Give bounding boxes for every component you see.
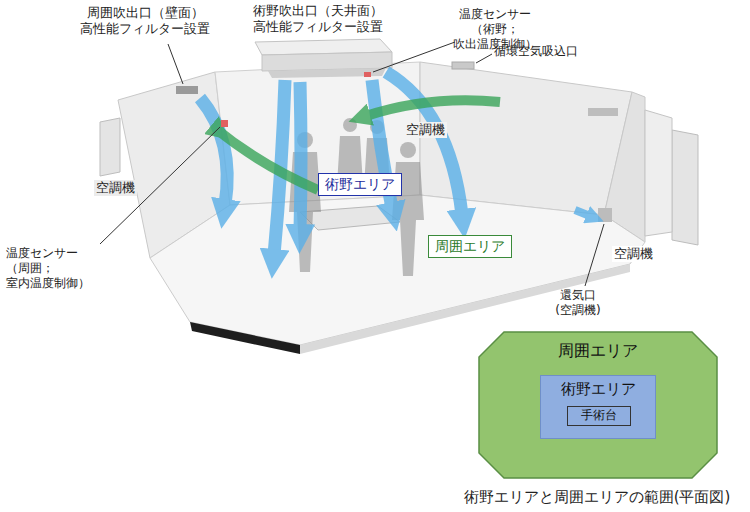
leader-line [168,44,183,84]
wall-outlet [588,108,618,116]
air-flow-arrow [300,82,301,230]
floor-edge [190,322,300,354]
person-head [343,118,357,132]
callout-label: 還気口 (空調機) [555,288,600,318]
temperature-sensor [221,120,228,127]
surrounding-area: 周囲エリア術野エリア手術台 [478,331,718,479]
surgical-field-area: 術野エリア手術台 [540,375,656,439]
ceiling-unit [262,52,392,71]
area-tag: 周囲エリア [428,235,512,258]
caption: 術野エリアと周囲エリアの範囲(平面図) [464,488,731,507]
leader-line [476,54,492,63]
temperature-sensor [364,72,371,77]
area-tag: 術野エリア [318,173,402,196]
node-text: 周囲エリア [478,341,718,360]
callout-label: 空調機 [94,180,137,196]
callout-label: 空調機 [404,122,447,138]
circulation-arrow [215,128,318,190]
circulation-arrow [366,100,500,116]
callout-label: 温度センサー （周囲；室内温度制御） [6,246,90,291]
air-conditioner [645,110,672,236]
callout-label: 循環空気吸込口 [494,44,578,59]
leader-line [373,42,455,72]
wall-outlet [176,86,198,94]
leader-line [585,224,604,286]
person-head [400,142,416,158]
circulation-inlet [452,62,474,69]
callout-label: 周囲吹出口（壁面） 高性能フィルター設置 [80,5,210,38]
leader-lines [100,42,604,286]
air-flow [200,72,590,255]
callout-label: 術野吹出口（天井面） 高性能フィルター設置 [253,3,383,36]
callout-label: 空調機 [612,246,655,262]
node-text: 術野エリア [541,380,655,398]
node-text: 手術台 [568,408,630,422]
operating-table-box: 手術台 [567,406,631,426]
air-flow-arrow [575,210,590,216]
back-wall [215,62,420,205]
air-conditioner [672,130,698,245]
right-back-wall [420,62,632,215]
air-conditioner [100,118,120,176]
return-vent [598,208,612,222]
octagon-shape [479,332,717,478]
people [289,118,424,276]
air-flow-arrow [200,98,227,205]
node-text: 周囲エリア [435,238,505,255]
ceiling-diffuser [268,68,386,78]
node-text: 術野エリア [325,176,395,193]
